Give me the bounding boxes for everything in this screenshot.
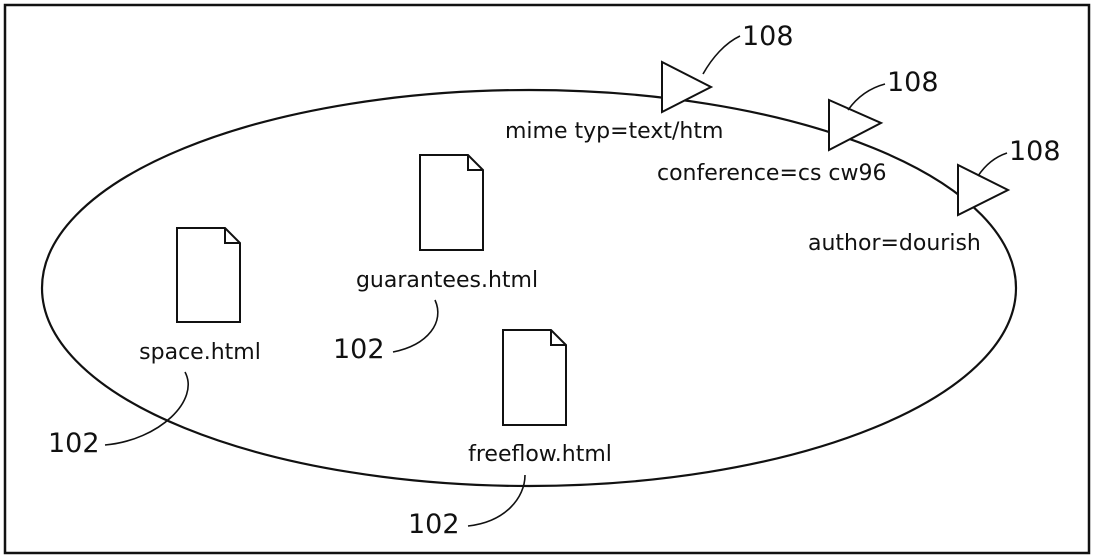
property-label: author=dourish <box>808 231 981 256</box>
document-label: freeflow.html <box>468 442 612 467</box>
property-mime-type: mime typ=text/htm 108 <box>505 21 794 144</box>
triangle-icon <box>957 163 1011 217</box>
property-conference: conference=cs cw96 108 <box>657 67 939 186</box>
reference-numeral: 102 <box>408 509 460 540</box>
document-label: guarantees.html <box>356 268 538 293</box>
triangle-icon <box>828 98 884 152</box>
document-guarantees: guarantees.html 102 <box>333 154 538 365</box>
property-label: mime typ=text/htm <box>505 119 723 144</box>
leader-line <box>392 299 439 353</box>
leader-line <box>104 371 189 446</box>
property-label: conference=cs cw96 <box>657 161 887 186</box>
document-icon <box>502 329 567 426</box>
document-fold-icon <box>467 155 483 171</box>
reference-numeral: 108 <box>887 67 939 98</box>
document-space: space.html 102 <box>48 227 261 459</box>
document-fold-icon <box>224 228 240 244</box>
property-author: author=dourish 108 <box>808 136 1061 256</box>
leader-line <box>847 83 886 111</box>
leader-line <box>702 35 741 75</box>
collection-ellipse <box>40 88 1018 488</box>
document-label: space.html <box>139 340 261 365</box>
triangle-icon <box>661 60 714 114</box>
figure-border <box>3 3 1091 555</box>
reference-numeral: 102 <box>333 334 385 365</box>
reference-numeral: 102 <box>48 428 100 459</box>
document-icon <box>176 227 241 323</box>
document-icon <box>419 154 484 251</box>
document-freeflow: freeflow.html 102 <box>408 329 612 540</box>
leader-line <box>467 474 526 527</box>
reference-numeral: 108 <box>742 21 794 52</box>
reference-numeral: 108 <box>1009 136 1061 167</box>
leader-line <box>977 152 1008 177</box>
document-fold-icon <box>550 330 566 346</box>
